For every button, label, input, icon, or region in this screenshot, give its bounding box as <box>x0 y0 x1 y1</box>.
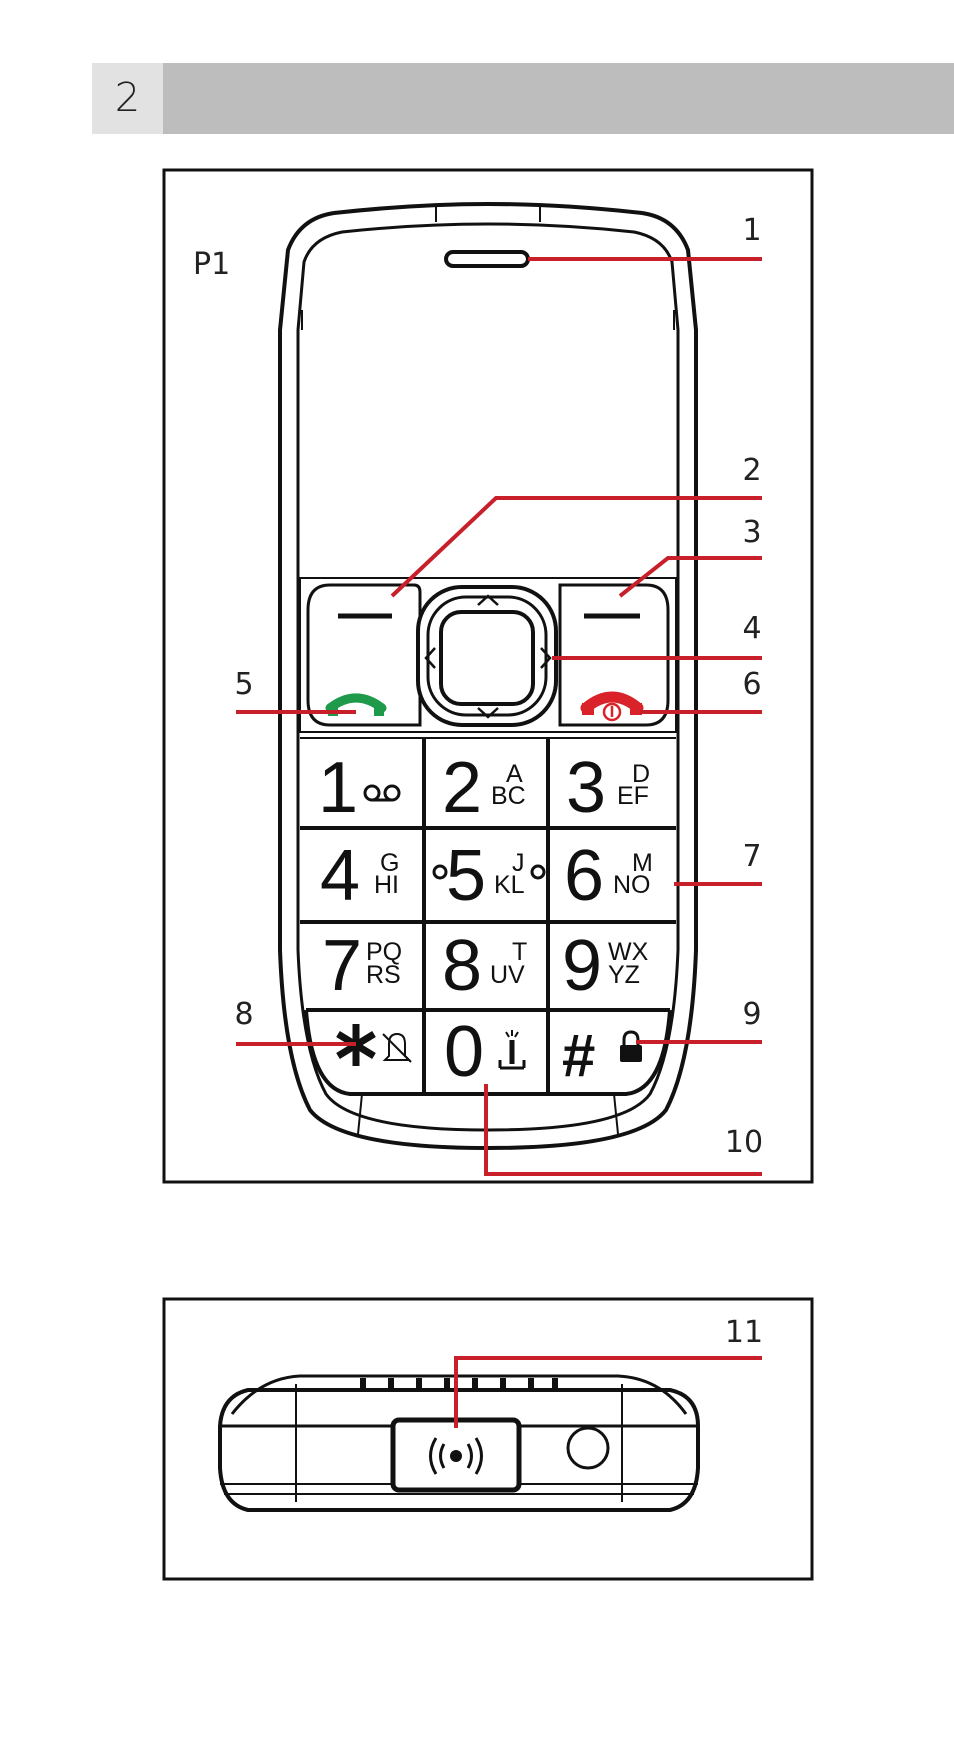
key-0-number: 0 <box>444 1012 484 1092</box>
key-9-letters-top: WX <box>608 938 649 966</box>
callout-7: 7 <box>742 839 761 874</box>
key-9-letters-bottom: YZ <box>608 961 640 989</box>
key-7-letters-bottom: RS <box>366 961 401 989</box>
page-number-box: 2 <box>92 63 163 134</box>
key-4: 4 G HI <box>320 836 399 916</box>
key-5: 5 J KL <box>432 836 546 916</box>
callout-line-2 <box>390 496 762 598</box>
lock-icon <box>620 1030 642 1062</box>
callout-6: 6 <box>742 667 761 702</box>
key-6-letters-bottom: NO <box>613 871 651 899</box>
keypad-grid <box>300 737 676 1096</box>
key-6: 6 M NO <box>564 836 653 916</box>
earpiece <box>444 250 530 268</box>
key-7: 7 PQ RS <box>322 926 402 1006</box>
callout-10: 10 <box>725 1125 763 1160</box>
key-8: 8 T UV <box>442 926 527 1006</box>
tactile-dot-left <box>432 864 448 880</box>
voicemail-icon <box>363 784 401 802</box>
figure-label: P1 <box>193 247 230 282</box>
callout-9: 9 <box>742 997 761 1032</box>
callout-3: 3 <box>742 515 761 550</box>
page-number: 2 <box>114 75 141 121</box>
key-2-number: 2 <box>442 748 482 828</box>
key-3-letters-top: D <box>632 760 650 788</box>
key-6-letters-top: M <box>632 849 653 877</box>
end-call-icon <box>580 691 644 722</box>
callout-line-10 <box>484 1084 762 1176</box>
key-1: 1 <box>318 748 401 828</box>
key-2: 2 A BC <box>442 748 526 828</box>
phone-body <box>278 201 698 1151</box>
key-hash-symbol: # <box>562 1022 595 1089</box>
key-7-number: 7 <box>322 926 362 1006</box>
key-9-number: 9 <box>562 926 602 1006</box>
flashlight-icon <box>498 1030 526 1070</box>
key-9: 9 WX YZ <box>562 926 649 1006</box>
callout-2: 2 <box>742 453 761 488</box>
callout-4: 4 <box>742 611 761 646</box>
key-8-letters-bottom: UV <box>490 961 525 989</box>
key-5-number: 5 <box>446 836 486 916</box>
callout-5: 5 <box>234 667 253 702</box>
key-0: 0 <box>444 1012 526 1092</box>
key-8-letters-top: T <box>512 938 527 966</box>
key-2-letters-bottom: BC <box>491 782 526 810</box>
figure-bottom-frame <box>162 1297 814 1581</box>
key-7-letters-top: PQ <box>366 938 402 966</box>
silent-bell-icon <box>382 1032 412 1063</box>
speaker-grille <box>360 1378 558 1388</box>
callout-1: 1 <box>742 213 761 248</box>
key-2-letters-top: A <box>506 760 523 788</box>
dpad <box>416 585 558 727</box>
flashlight-lens <box>566 1426 610 1470</box>
nav-panel <box>299 577 677 733</box>
callout-line-11 <box>454 1356 762 1428</box>
key-3: 3 D EF <box>566 748 650 828</box>
key-4-letters-top: G <box>380 849 399 877</box>
key-4-number: 4 <box>320 836 360 916</box>
key-hash: # <box>562 1022 642 1089</box>
sos-icon <box>429 1437 483 1475</box>
header-bar <box>163 63 954 134</box>
key-3-letters-bottom: EF <box>617 782 649 810</box>
key-6-number: 6 <box>564 836 604 916</box>
callout-line-3 <box>618 556 762 598</box>
callout-11: 11 <box>725 1315 763 1350</box>
key-5-letters-bottom: KL <box>494 871 525 899</box>
callout-lines-top <box>236 257 762 1176</box>
figure-top-frame <box>162 168 814 1184</box>
callout-8: 8 <box>234 997 253 1032</box>
key-4-letters-bottom: HI <box>374 871 399 899</box>
key-5-letters-top: J <box>512 849 525 877</box>
key-1-number: 1 <box>318 748 358 828</box>
key-3-number: 3 <box>566 748 606 828</box>
key-8-number: 8 <box>442 926 482 1006</box>
tactile-dot-right <box>530 864 546 880</box>
sos-button <box>390 1417 522 1493</box>
